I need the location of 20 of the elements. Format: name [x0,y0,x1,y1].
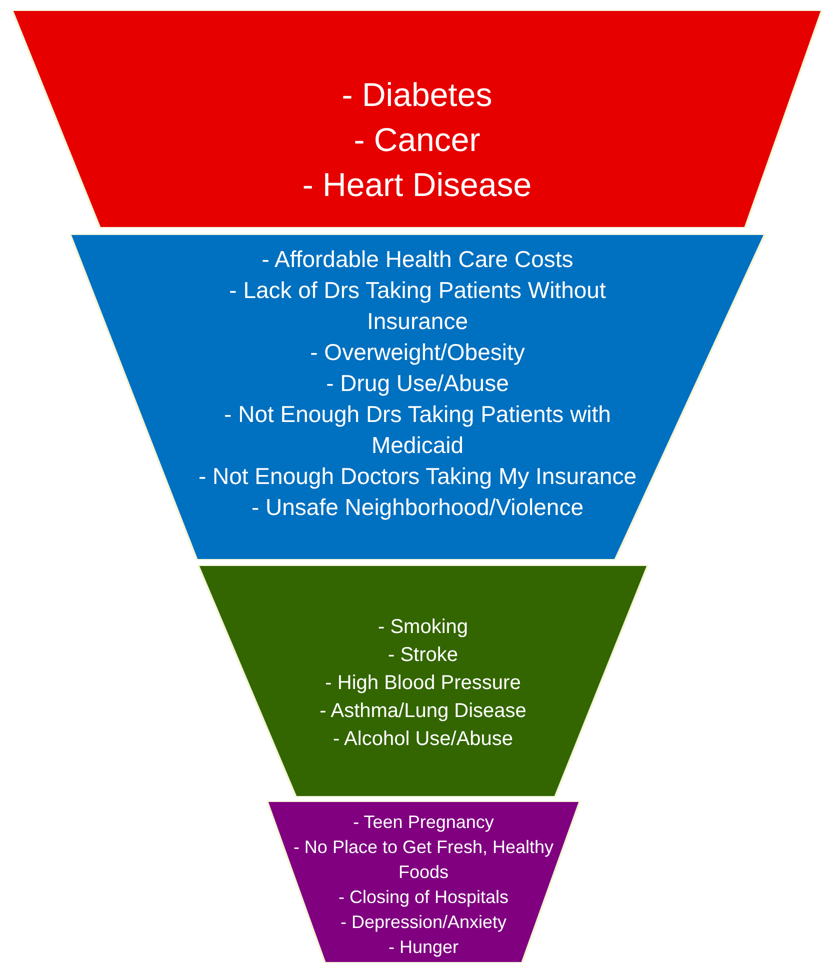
list-item: - Lack of Drs Taking Patients Without Insurance [228,276,607,336]
list-item: - Heart Disease [301,165,533,205]
list-item: - No Place to Get Fresh, Healthy Foods [292,836,555,884]
list-item: - Stroke [386,643,460,668]
list-item: - Smoking [376,615,470,640]
list-item: - Unsafe Neighborhood/Violence [250,493,585,522]
list-item: - Alcohol Use/Abuse [332,727,514,752]
list-item: - Hunger [387,936,460,959]
list-item: - Affordable Health Care Costs [260,245,574,274]
list-item: - Overweight/Obesity [309,338,526,367]
list-item: - Closing of Hospitals [337,886,510,909]
list-item: - Drug Use/Abuse [325,369,510,398]
list-item: - Not Enough Drs Taking Patients with Medicaid [223,400,612,460]
list-item: - Diabetes [340,75,494,115]
list-item: - High Blood Pressure [324,671,522,696]
list-item: - Depression/Anxiety [339,911,508,934]
list-item: - Teen Pregnancy [352,811,495,834]
list-item: - Cancer [352,120,482,160]
list-item: - Asthma/Lung Disease [318,699,528,724]
list-item: - Not Enough Doctors Taking My Insurance [197,462,638,491]
